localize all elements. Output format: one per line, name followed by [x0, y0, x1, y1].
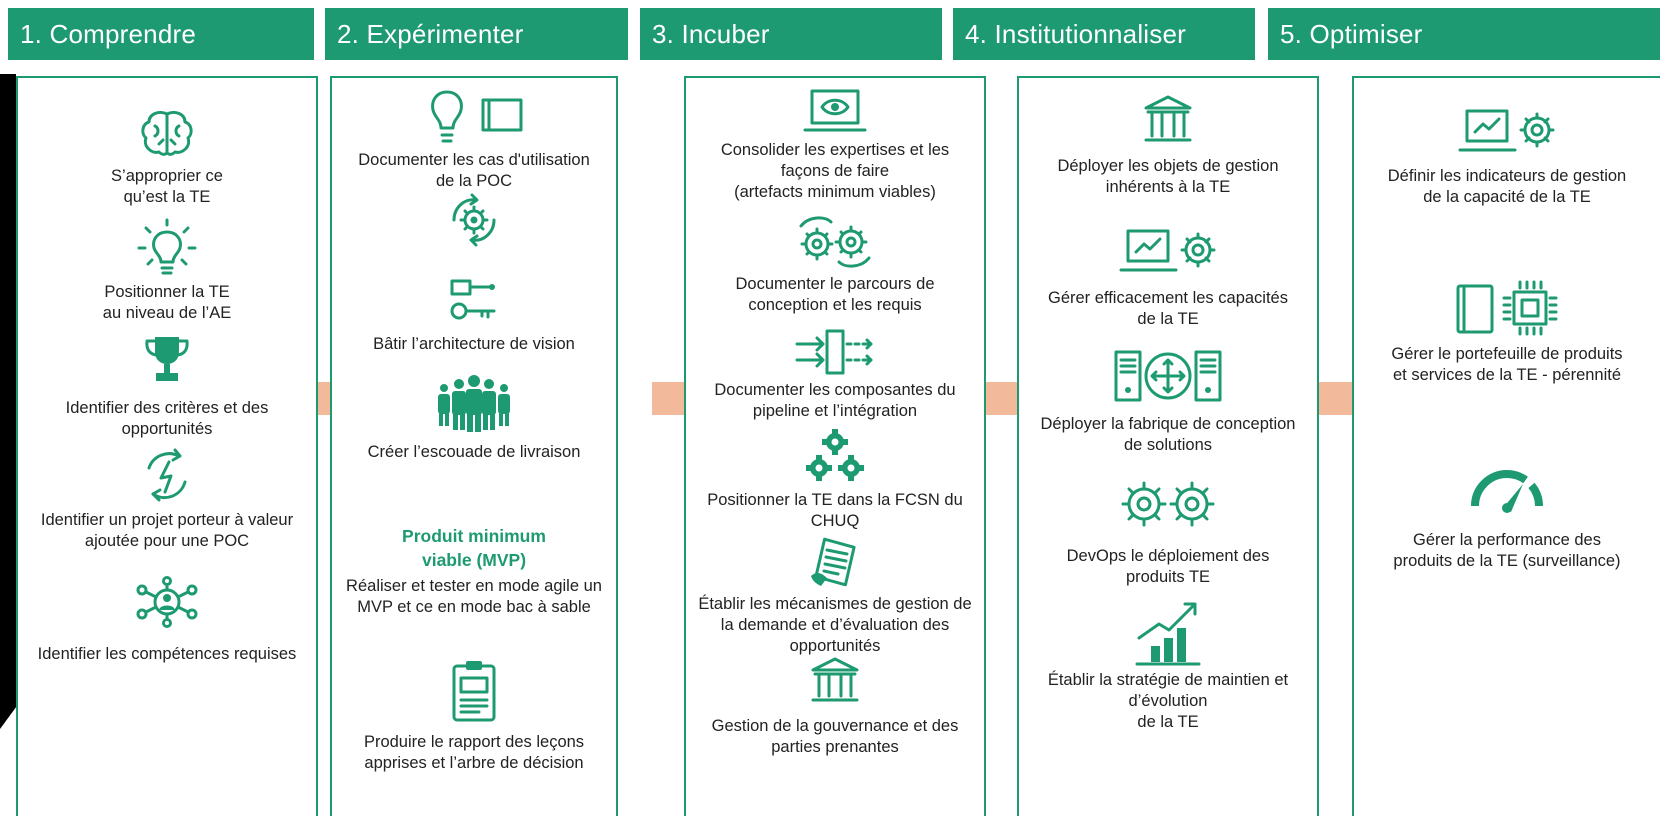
step-item: Consolider les expertises et les façons …: [686, 88, 984, 203]
step-text: Gérer efficacement les capacités de la T…: [1048, 289, 1288, 328]
step-item: DevOps le déploiement des produits TE: [1019, 478, 1317, 588]
phase-column-5: Définir les indicateurs de gestion de la…: [1352, 76, 1660, 816]
left-bracket: [0, 74, 16, 699]
step-text: Définir les indicateurs de gestion de la…: [1387, 167, 1627, 206]
step-item: Établir les mécanismes de gestion de la …: [686, 536, 984, 657]
step-item: Identifier des critères et des opportuni…: [18, 334, 316, 440]
step-text: Produire le rapport des leçons apprises …: [363, 733, 585, 772]
lightbulb-icon: [137, 218, 197, 275]
growth-chart-icon: [1135, 602, 1201, 666]
network-person-icon: [136, 576, 198, 628]
step-text: Identifier les compétences requises: [37, 645, 297, 663]
step-text: Positionner la TE dans la FCSN du CHUQ: [707, 491, 963, 530]
speedometer-icon: [1471, 470, 1543, 513]
step-item: Gérer le portefeuille de produits et ser…: [1354, 278, 1660, 386]
step-item: Établir la stratégie de maintien et d’év…: [1019, 598, 1317, 733]
phase-header-5: 5. Optimiser: [1268, 8, 1660, 60]
laptop-chart-gear-icon: [1458, 109, 1555, 152]
phase-column-2: Documenter les cas d'utilisation de la P…: [330, 76, 618, 816]
laptop-chart-gear-icon: [1119, 229, 1216, 272]
brain-icon: [141, 110, 193, 156]
step-item: Créer l’escouade de livraison: [332, 374, 616, 463]
gears-cycle-icon: [799, 216, 871, 268]
step-text: Établir la stratégie de maintien et d’év…: [1047, 671, 1289, 731]
step-item: Positionner la TE au niveau de l’AE: [18, 218, 316, 324]
institution-icon: [811, 657, 859, 702]
step-item: Gérer efficacement les capacités de la T…: [1019, 228, 1317, 330]
laptop-eye-icon: [803, 89, 867, 132]
bulb-book-icon: [431, 90, 523, 143]
step-item: Documenter les cas d'utilisation de la P…: [332, 88, 616, 192]
step-text: Positionner la TE au niveau de l’AE: [102, 283, 232, 322]
step-text: Gérer le portefeuille de produits et ser…: [1391, 345, 1623, 384]
step-text: Établir les mécanismes de gestion de la …: [698, 595, 972, 655]
phase-header-3: 3. Incuber: [640, 8, 942, 60]
two-gears-icon: [1121, 481, 1215, 527]
step-item: Gestion de la gouvernance et des parties…: [686, 656, 984, 758]
cycle-lightning-icon: [147, 448, 187, 502]
step-item: Bâtir l’architecture de vision: [332, 278, 616, 355]
step-text: Documenter les cas d'utilisation de la P…: [358, 151, 590, 190]
step-text: Gestion de la gouvernance et des parties…: [711, 717, 959, 756]
step-text: Identifier des critères et des opportuni…: [65, 399, 269, 438]
servers-network-icon: [1114, 350, 1222, 402]
step-item: [332, 192, 616, 248]
step-text: Bâtir l’architecture de vision: [373, 335, 575, 353]
step-text: Déployer la fabrique de conception de so…: [1040, 415, 1296, 454]
book-chip-icon: [1456, 280, 1558, 336]
step-text: Déployer les objets de gestion inhérents…: [1057, 157, 1279, 196]
step-item: Identifier un projet porteur à valeur aj…: [18, 446, 316, 552]
connector-2-3: [652, 382, 684, 415]
key-architecture-icon: [450, 279, 496, 320]
phase-column-3: Consolider les expertises et les façons …: [684, 76, 986, 816]
step-text: Consolider les expertises et les façons …: [720, 141, 950, 201]
step-item: Déployer la fabrique de conception de so…: [1019, 348, 1317, 456]
trophy-icon: [145, 337, 189, 381]
step-item: Produire le rapport des leçons apprises …: [332, 658, 616, 774]
mvp-title: Produit minimum viable (MVP): [402, 526, 546, 570]
phase-header-1: 1. Comprendre: [8, 8, 314, 60]
gear-cycle-icon: [452, 193, 496, 247]
phase-header-2: 2. Expérimenter: [325, 8, 628, 60]
step-item: Produit minimum viable (MVP) Réaliser et…: [332, 524, 616, 618]
team-icon: [438, 375, 510, 432]
document-hand-icon: [811, 537, 856, 587]
step-item: Positionner la TE dans la FCSN du CHUQ: [686, 428, 984, 532]
step-item: Documenter le parcours de conception et …: [686, 214, 984, 316]
phase-column-1: S’approprier ce qu’est la TE Positionner…: [16, 76, 318, 816]
step-text: Documenter les composantes du pipeline e…: [714, 381, 956, 420]
phase-header-4: 4. Institutionnaliser: [953, 8, 1255, 60]
step-item: Gérer la performance des produits de la …: [1354, 462, 1660, 572]
step-text: Créer l’escouade de livraison: [367, 443, 581, 461]
step-item: S’approprier ce qu’est la TE: [18, 108, 316, 208]
step-text: S’approprier ce qu’est la TE: [111, 167, 223, 206]
step-item: Identifier les compétences requises: [18, 576, 316, 665]
step-text: Réaliser et tester en mode agile un MVP …: [346, 577, 602, 616]
step-text: Identifier un projet porteur à valeur aj…: [40, 511, 294, 550]
pipeline-icon: [795, 329, 873, 375]
clipboard-report-icon: [452, 661, 496, 722]
step-item: Définir les indicateurs de gestion de la…: [1354, 108, 1660, 208]
institution-icon: [1144, 95, 1192, 142]
step-text: DevOps le déploiement des produits TE: [1066, 547, 1270, 586]
connector-3-4: [985, 382, 1017, 415]
step-item: Déployer les objets de gestion inhérents…: [1019, 94, 1317, 198]
three-gears-icon: [806, 429, 864, 481]
step-text: Gérer la performance des produits de la …: [1393, 531, 1621, 570]
step-text: Documenter le parcours de conception et …: [735, 275, 935, 314]
connector-4-5: [1318, 382, 1352, 415]
phase-column-4: Déployer les objets de gestion inhérents…: [1017, 76, 1319, 816]
step-item: Documenter les composantes du pipeline e…: [686, 328, 984, 422]
